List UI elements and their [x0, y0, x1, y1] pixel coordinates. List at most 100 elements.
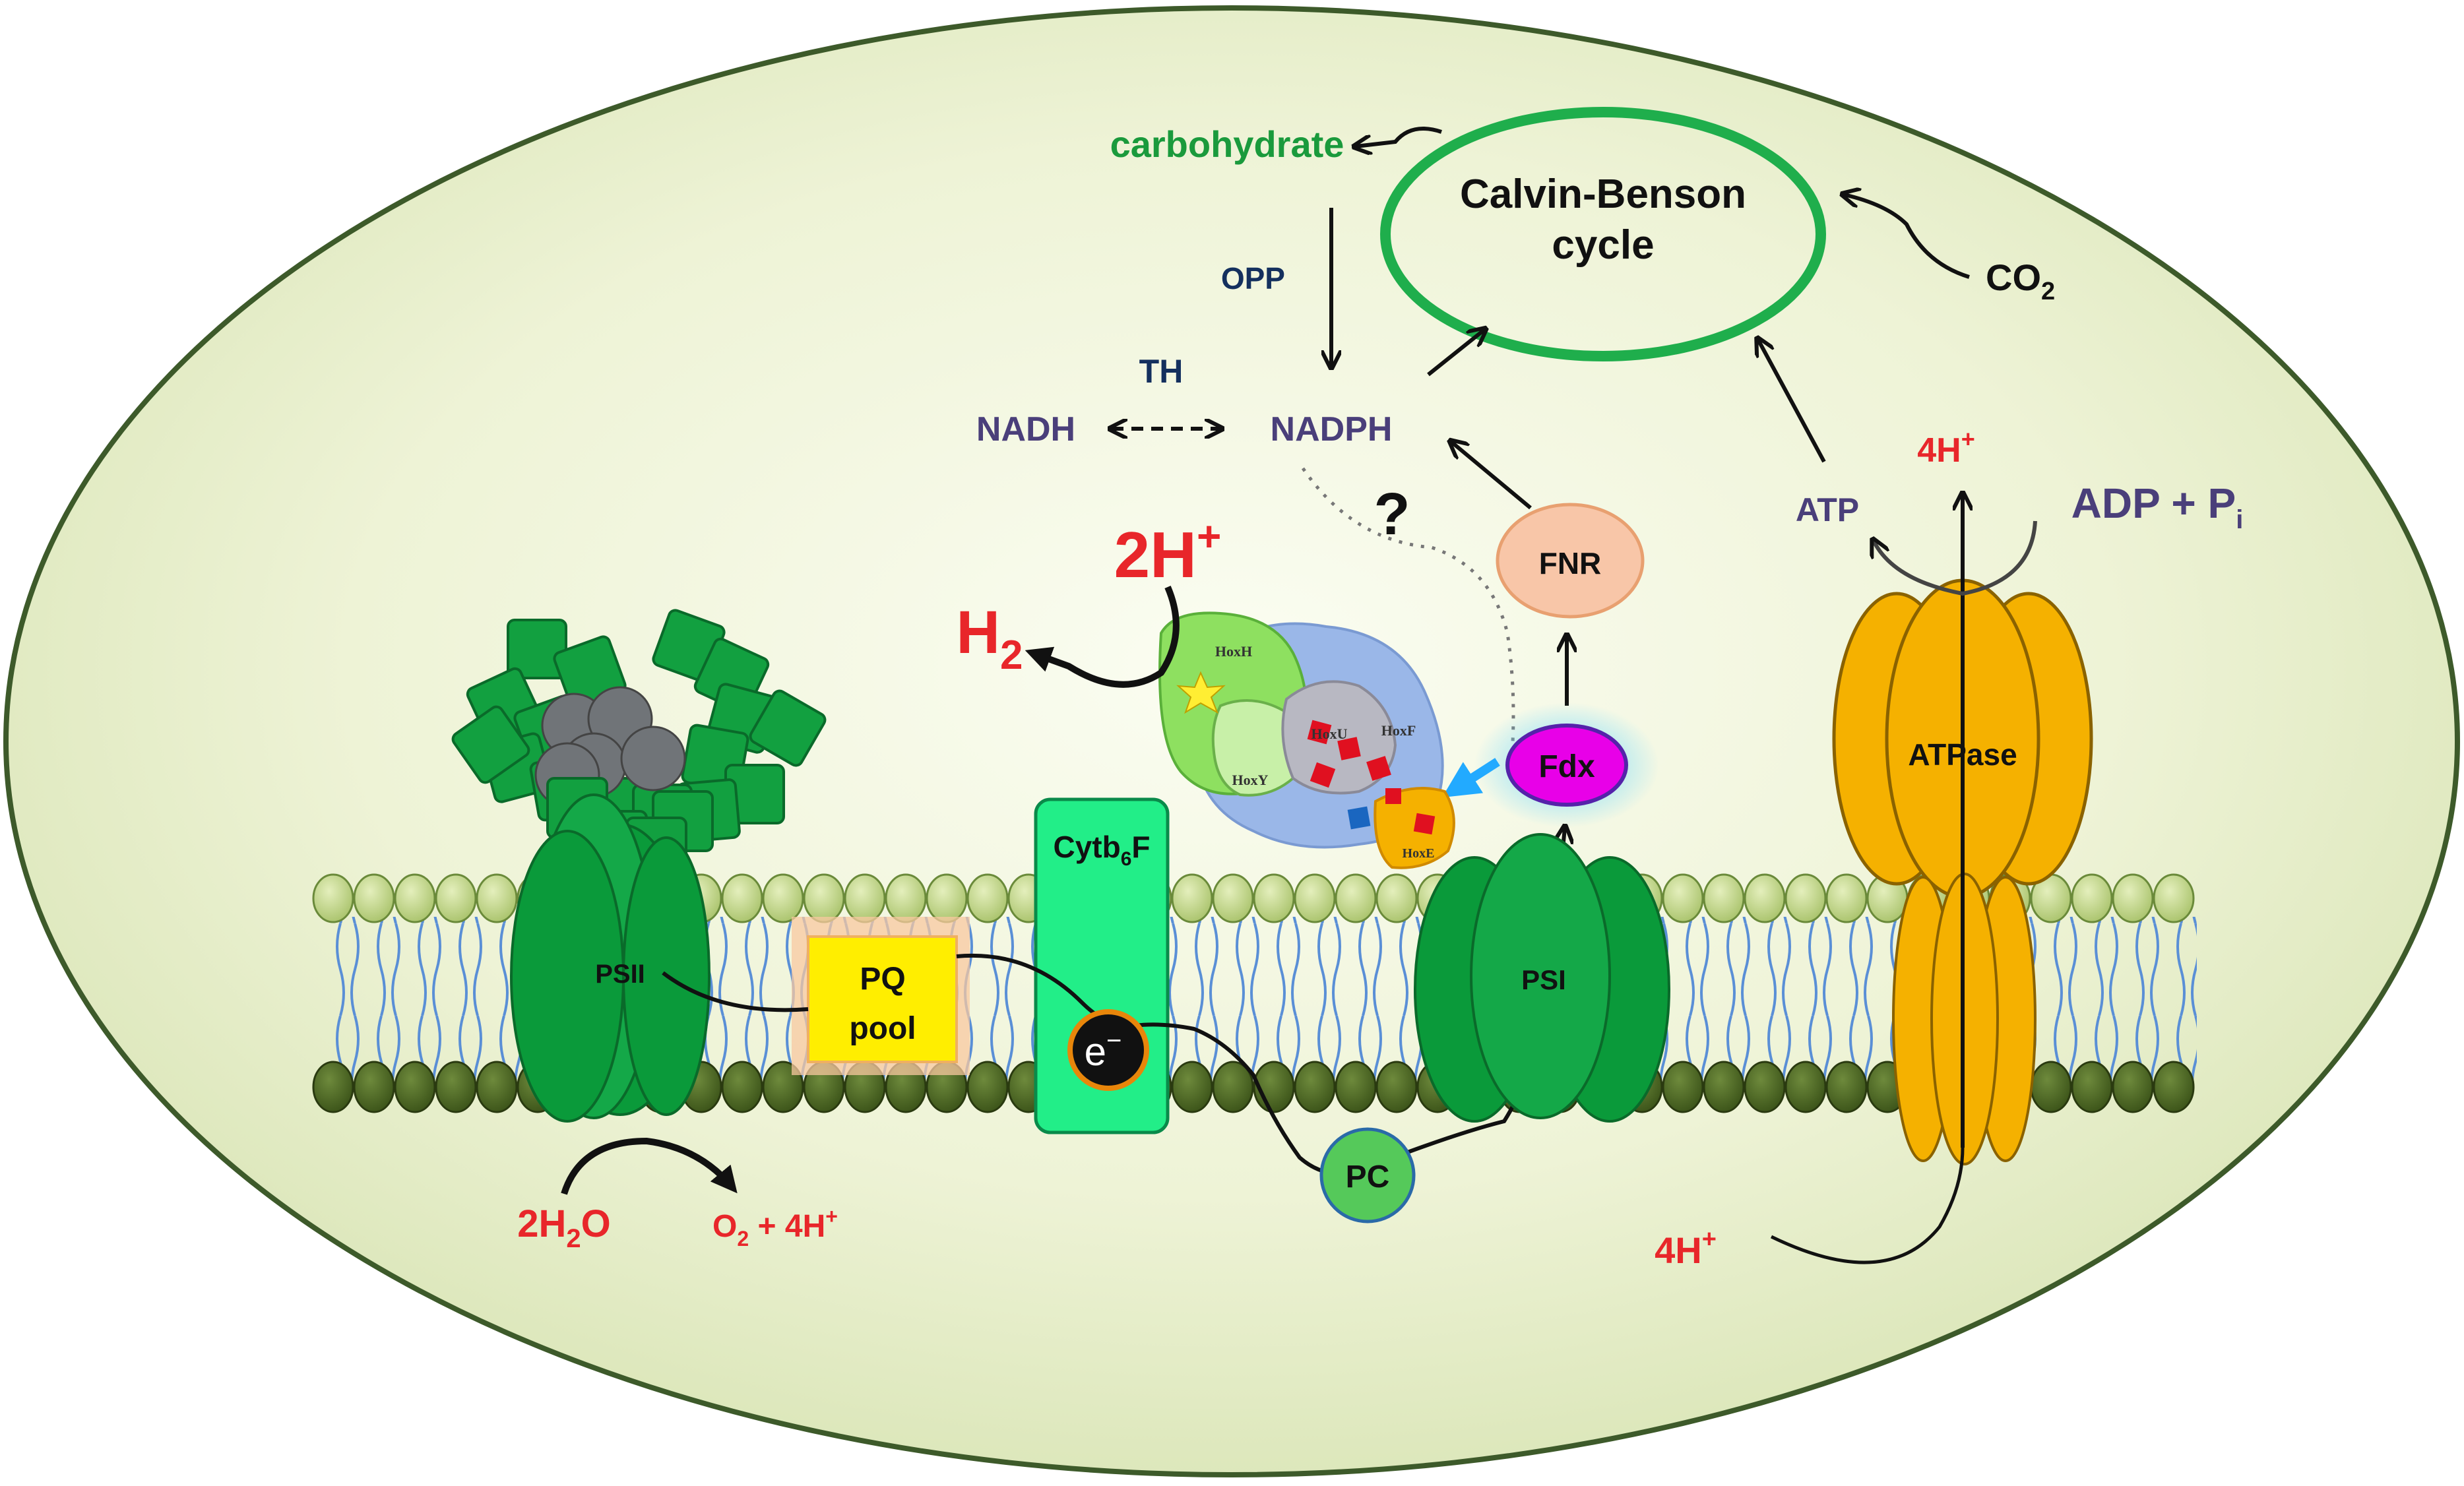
bidirectional-hydrogenase: HoxH HoxU HoxF HoxY HoxE [1158, 611, 1455, 869]
co2-label: CO2 [1986, 257, 2055, 305]
electron-label: e− [1085, 1026, 1122, 1074]
question-mark: ? [1374, 481, 1410, 547]
calvin-to-carbohydrate-arrow [1356, 127, 1442, 146]
lipid-head-lower [1171, 1061, 1213, 1113]
pq-pool-box [807, 935, 958, 1063]
lipid-head-upper [966, 873, 1009, 923]
hoxH-label: HoxH [1215, 643, 1252, 660]
pq-label-line2: pool [849, 1011, 916, 1046]
water-splitting-arrow [561, 1137, 738, 1195]
lipid-head-upper [2112, 873, 2154, 923]
atp-to-calvin-arrow [1758, 340, 1826, 463]
lipid-head-upper [1253, 873, 1295, 923]
fes-cluster [1337, 737, 1361, 760]
lipid-head-lower [1703, 1061, 1745, 1113]
psi-label: PSI [1521, 964, 1566, 995]
fdx-protein [1505, 724, 1628, 807]
h4-bottom-label: 4H+ [1655, 1225, 1717, 1271]
h4-top-label: 4H+ [1917, 425, 1975, 470]
lipid-head-lower [721, 1061, 763, 1113]
psii-complex [451, 609, 827, 1123]
lipid-head-upper [885, 873, 927, 923]
hoxY-label: HoxY [1232, 772, 1269, 788]
psi-complex [1414, 833, 1670, 1123]
proton-entry-path [1770, 1147, 1965, 1264]
fnr-to-nadph-arrow [1451, 442, 1532, 510]
psii-label: PSII [595, 960, 645, 989]
lipid-head-upper [435, 873, 477, 923]
fnr-label: FNR [1539, 546, 1602, 580]
fdx-label: Fdx [1538, 749, 1595, 784]
lipid-head-upper [1703, 873, 1745, 923]
pq-label-line1: PQ [860, 962, 905, 997]
lipid-head-upper [353, 873, 395, 923]
lipid-head-lower [1294, 1061, 1336, 1113]
lipid-head-lower [1335, 1061, 1377, 1113]
pc-carrier [1319, 1127, 1416, 1223]
calvin-cycle-label-line1: Calvin-Benson [1460, 171, 1746, 217]
lipid-head-upper [2071, 873, 2113, 923]
pc-label: PC [1346, 1160, 1390, 1194]
psii-antenna-block [451, 705, 530, 784]
lipid-head-upper [762, 873, 804, 923]
lipid-head-upper [1212, 873, 1254, 923]
lipid-head-upper [844, 873, 886, 923]
opp-label: OPP [1221, 261, 1285, 295]
lipid-head-upper [476, 873, 518, 923]
lipid-head-upper [1171, 873, 1213, 923]
hydrogen-gas-label: H2 [957, 599, 1023, 678]
electron-carrier [1067, 1009, 1149, 1091]
lipid-head-lower [2071, 1061, 2113, 1113]
calvin-cycle-label-line2: cycle [1552, 222, 1654, 268]
lipid-head-upper [1825, 873, 1868, 923]
lipid-head-upper [312, 873, 354, 923]
adp-pi-label: ADP + Pi [2071, 480, 2244, 534]
lipid-head-lower [312, 1061, 354, 1113]
lipid-head-lower [353, 1061, 395, 1113]
fdx-to-hydrogenase-arrow [1441, 758, 1500, 798]
lipid-head-lower [2112, 1061, 2154, 1113]
nadph-label: NADPH [1271, 410, 1393, 449]
lipid-head-lower [966, 1061, 1009, 1113]
lipid-head-upper [1294, 873, 1336, 923]
two-proton-label: 2H+ [1114, 512, 1222, 591]
psii-reaction-center-blob [620, 726, 686, 791]
nadph-to-calvin-arrow [1427, 330, 1484, 377]
lipid-head-lower [1375, 1061, 1418, 1113]
lipid-head-upper [926, 873, 968, 923]
calvin-cycle-ring [1380, 107, 1826, 361]
lipid-head-upper [1785, 873, 1827, 923]
lipid-head-upper [721, 873, 763, 923]
hoxF-label: HoxF [1381, 722, 1416, 739]
lipid-head-upper [1375, 873, 1418, 923]
adp-to-atp-arrow [1874, 520, 2037, 596]
atp-label: ATP [1796, 491, 1859, 528]
lipid-head-lower [1662, 1061, 1704, 1113]
psii-antenna-block [749, 689, 827, 767]
fnr-protein [1496, 503, 1645, 619]
nife-star [1176, 671, 1226, 714]
lipid-head-lower [476, 1061, 518, 1113]
psi-lobe-center [1470, 833, 1611, 1119]
nadh-label: NADH [976, 410, 1075, 449]
lipid-head-lower [1785, 1061, 1827, 1113]
cytb6f-label: Cytb6F [1053, 830, 1150, 870]
oxygen-proton-label: O2 + 4H+ [712, 1204, 838, 1251]
fes-cluster [1366, 756, 1391, 781]
lipid-head-lower [1744, 1061, 1786, 1113]
co2-to-calvin-arrow [1844, 195, 1970, 279]
lipid-head-lower [2153, 1061, 2195, 1113]
lipid-head-lower [2030, 1061, 2072, 1113]
fes-cluster [1310, 762, 1336, 788]
hoxE-label: HoxE [1403, 846, 1435, 861]
fes-cluster [1413, 813, 1436, 835]
lipid-head-lower [435, 1061, 477, 1113]
water-label: 2H2O [517, 1202, 611, 1253]
lipid-head-lower [394, 1061, 436, 1113]
fmn-cluster [1347, 806, 1371, 830]
fes-cluster [1385, 788, 1401, 804]
carbohydrate-label: carbohydrate [1110, 123, 1344, 165]
hoxU-label: HoxU [1311, 726, 1348, 742]
